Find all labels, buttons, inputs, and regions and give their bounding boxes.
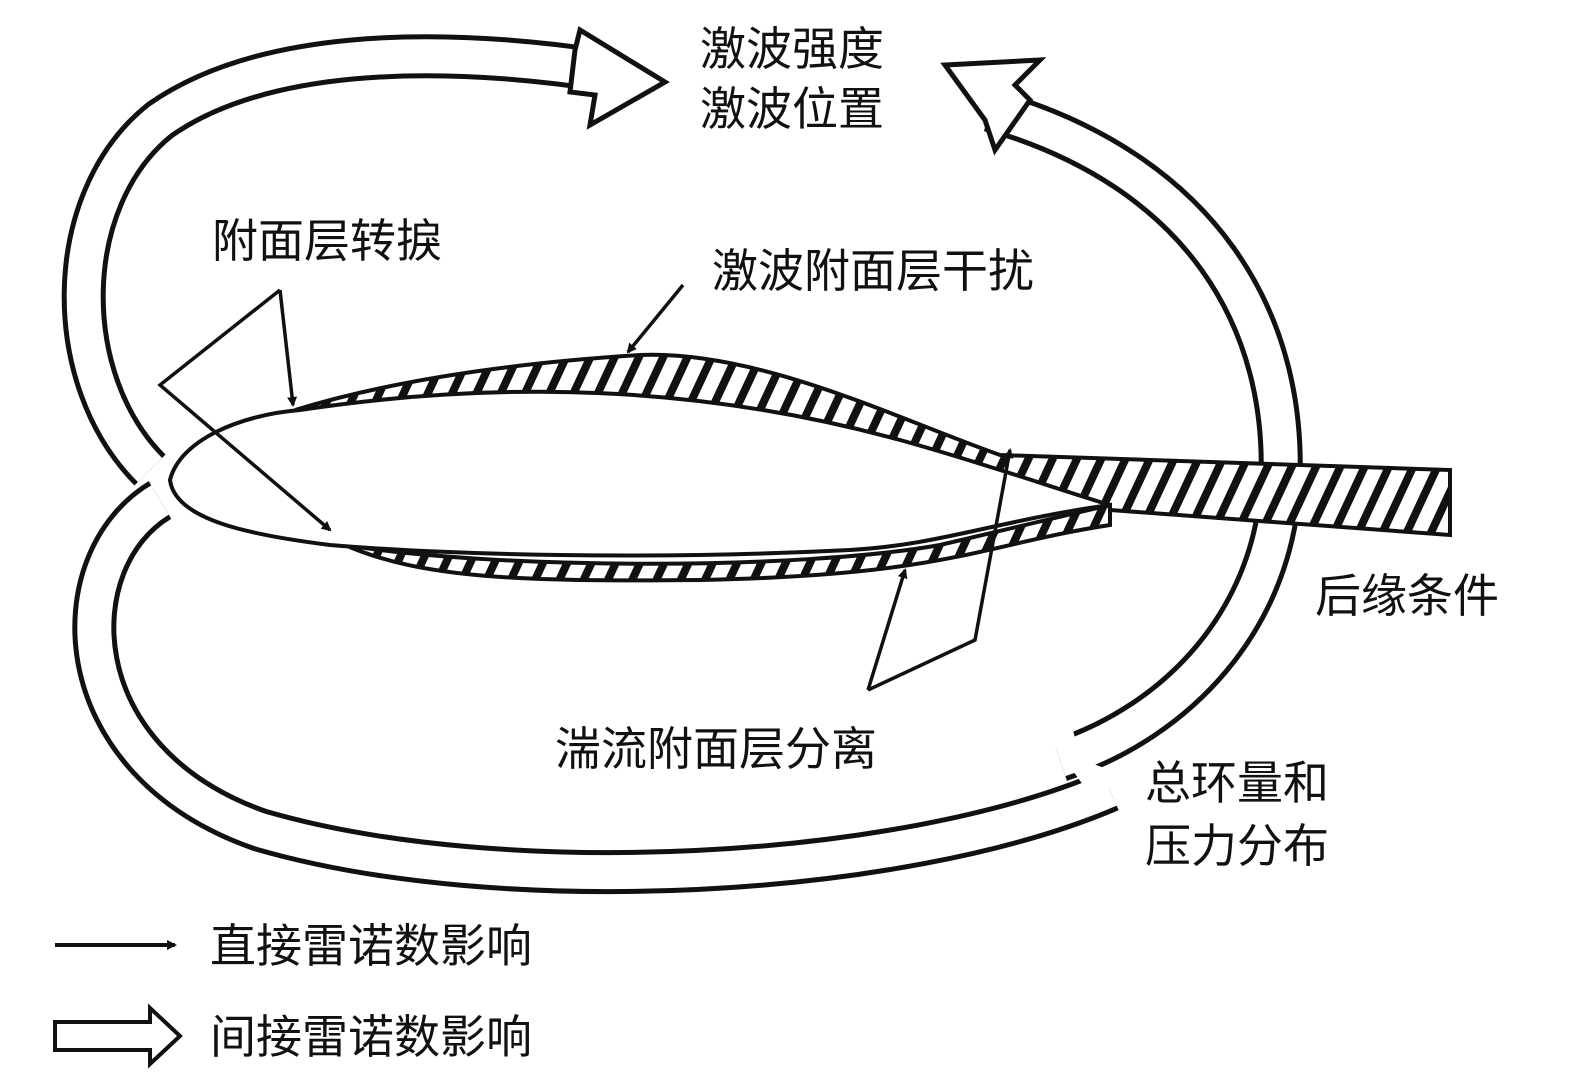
direct-arrows <box>157 283 1014 692</box>
label-bl-transition: 附面层转捩 <box>212 214 442 268</box>
label-shock-position: 激波位置 <box>700 82 884 136</box>
lower-boundary-layer <box>344 502 1112 583</box>
airfoil <box>167 389 1111 558</box>
label-turbulent-separation: 湍流附面层分离 <box>555 722 877 776</box>
loop-arrowhead-right <box>940 57 1047 156</box>
legend-direct-label: 直接雷诺数影响 <box>210 919 532 973</box>
legend-indirect-label: 间接雷诺数影响 <box>210 1010 532 1064</box>
loop-arrowhead-top <box>567 26 670 130</box>
label-trailing-edge: 后缘条件 <box>1315 569 1499 623</box>
label-circulation-2: 压力分布 <box>1145 819 1329 873</box>
label-shock-strength: 激波强度 <box>700 22 884 76</box>
boundary-layer <box>167 352 1452 583</box>
legend-indirect-arrow-icon <box>53 1003 183 1069</box>
legend <box>53 940 183 1069</box>
loop-right <box>983 88 1303 781</box>
label-circulation-1: 总环量和 <box>1145 756 1329 810</box>
label-shock-bl-interaction: 激波附面层干扰 <box>712 244 1034 298</box>
loop-notch-bottom <box>1043 702 1122 802</box>
